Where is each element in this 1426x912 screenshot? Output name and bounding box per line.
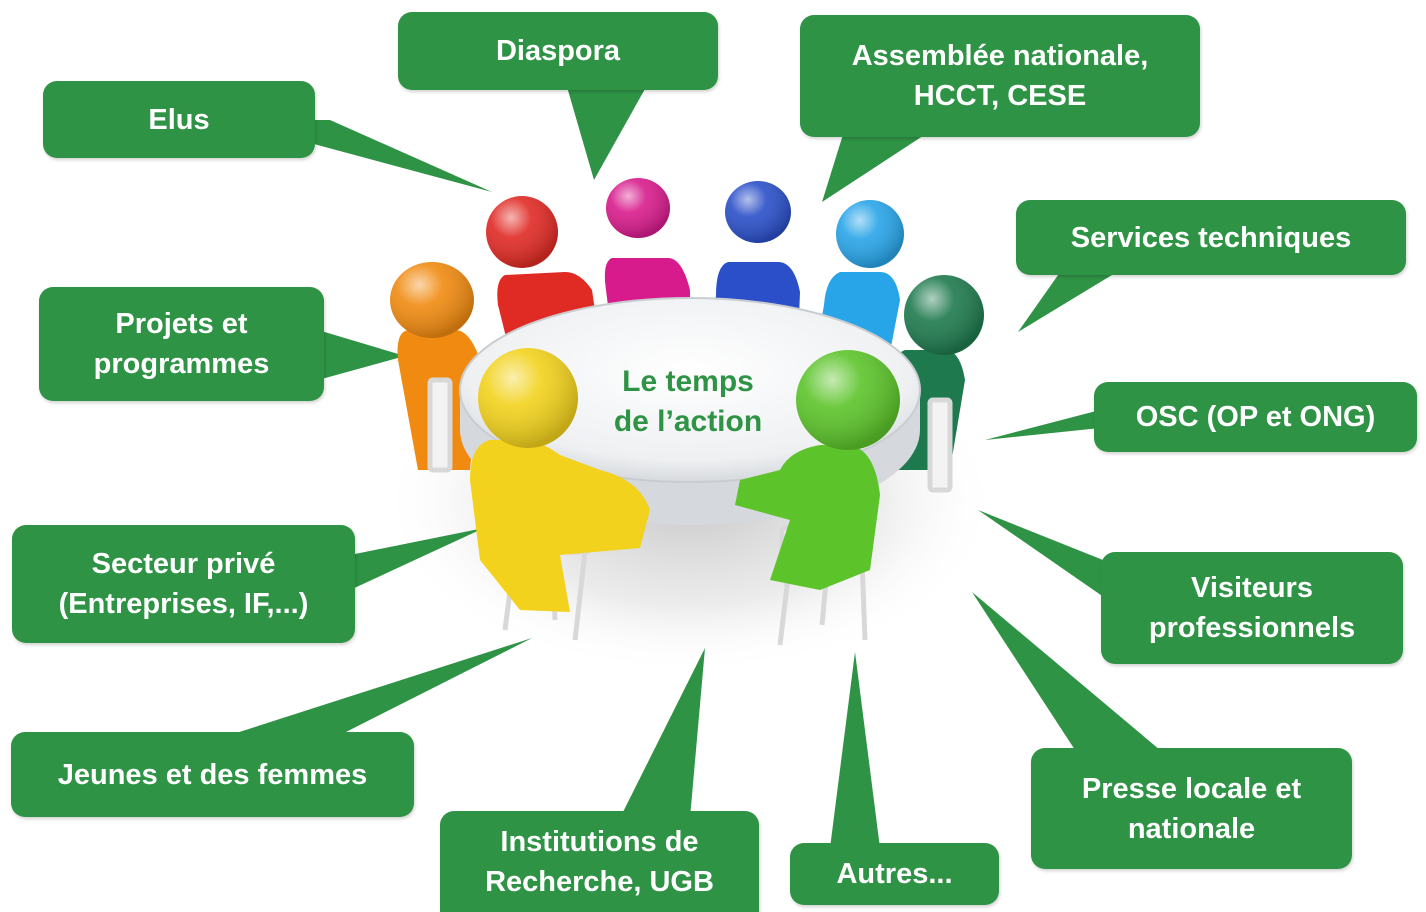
center-label-line1: Le temps	[622, 365, 754, 398]
bubble-osc: OSC (OP et ONG)	[1094, 382, 1417, 452]
bubble-projets-line1: Projets et	[115, 308, 248, 340]
bubble-visiteurs-line1: Visiteurs	[1191, 572, 1313, 604]
bubble-secteur-prive-line1: Secteur privé	[91, 548, 276, 580]
bubble-visiteurs-line2: professionnels	[1148, 612, 1356, 644]
pointer-presse	[972, 592, 1160, 750]
bubble-presse-line1: Presse locale et	[1081, 772, 1302, 805]
bubble-assemblee-line1: Assemblée nationale,	[851, 40, 1149, 72]
pointer-osc	[985, 410, 1100, 440]
bubble-jeunes-femmes-text: Jeunes et des femmes	[57, 758, 368, 791]
bubble-services: Services techniques	[1016, 200, 1406, 275]
pointer-institutions	[620, 648, 705, 818]
bubble-elus: Elus	[43, 81, 315, 158]
bubble-institutions-line2: Recherche, UGB	[485, 865, 714, 898]
bubble-diaspora-text: Diaspora	[495, 35, 621, 67]
bubble-autres-text: Autres...	[836, 858, 953, 890]
bubble-projets-line2: programmes	[93, 348, 270, 380]
pointer-assemblee	[822, 128, 935, 202]
center-label-line2: de l’action	[613, 405, 763, 438]
pointer-autres	[830, 652, 880, 848]
pointer-jeunes	[230, 638, 532, 735]
bubble-institutions: Institutions de Recherche, UGB	[440, 811, 759, 912]
bubble-services-text: Services techniques	[1070, 221, 1352, 254]
figure-yellow	[470, 348, 650, 612]
bubble-secteur-prive: Secteur privé (Entreprises, IF,...)	[12, 525, 355, 643]
figure-lightblue	[816, 200, 904, 352]
figure-green	[735, 350, 900, 590]
bubble-secteur-prive-line2: (Entreprises, IF,...)	[58, 588, 309, 620]
bubble-elus-text: Elus	[148, 103, 210, 136]
bubble-autres: Autres...	[790, 843, 999, 905]
pointer-visiteurs	[978, 510, 1108, 600]
bubble-assemblee-line2: HCCT, CESE	[913, 80, 1087, 112]
bubble-jeunes-femmes: Jeunes et des femmes	[11, 732, 414, 817]
pointer-services	[1018, 258, 1140, 332]
bubble-visiteurs: Visiteurs professionnels	[1101, 552, 1403, 664]
bubble-projets: Projets et programmes	[39, 287, 324, 401]
bubble-diaspora: Diaspora	[398, 12, 718, 90]
pointer-projets	[318, 330, 405, 380]
pointer-secteur	[350, 528, 484, 590]
pointer-diaspora	[565, 80, 650, 180]
bubble-presse-line2: nationale	[1127, 812, 1256, 845]
bubble-osc-text: OSC (OP et ONG)	[1135, 401, 1376, 433]
center-label: Le temps de l’action	[588, 362, 788, 442]
bubble-institutions-line1: Institutions de	[500, 825, 699, 858]
bubble-presse: Presse locale et nationale	[1031, 748, 1352, 869]
bubble-assemblee: Assemblée nationale, HCCT, CESE	[800, 15, 1200, 137]
